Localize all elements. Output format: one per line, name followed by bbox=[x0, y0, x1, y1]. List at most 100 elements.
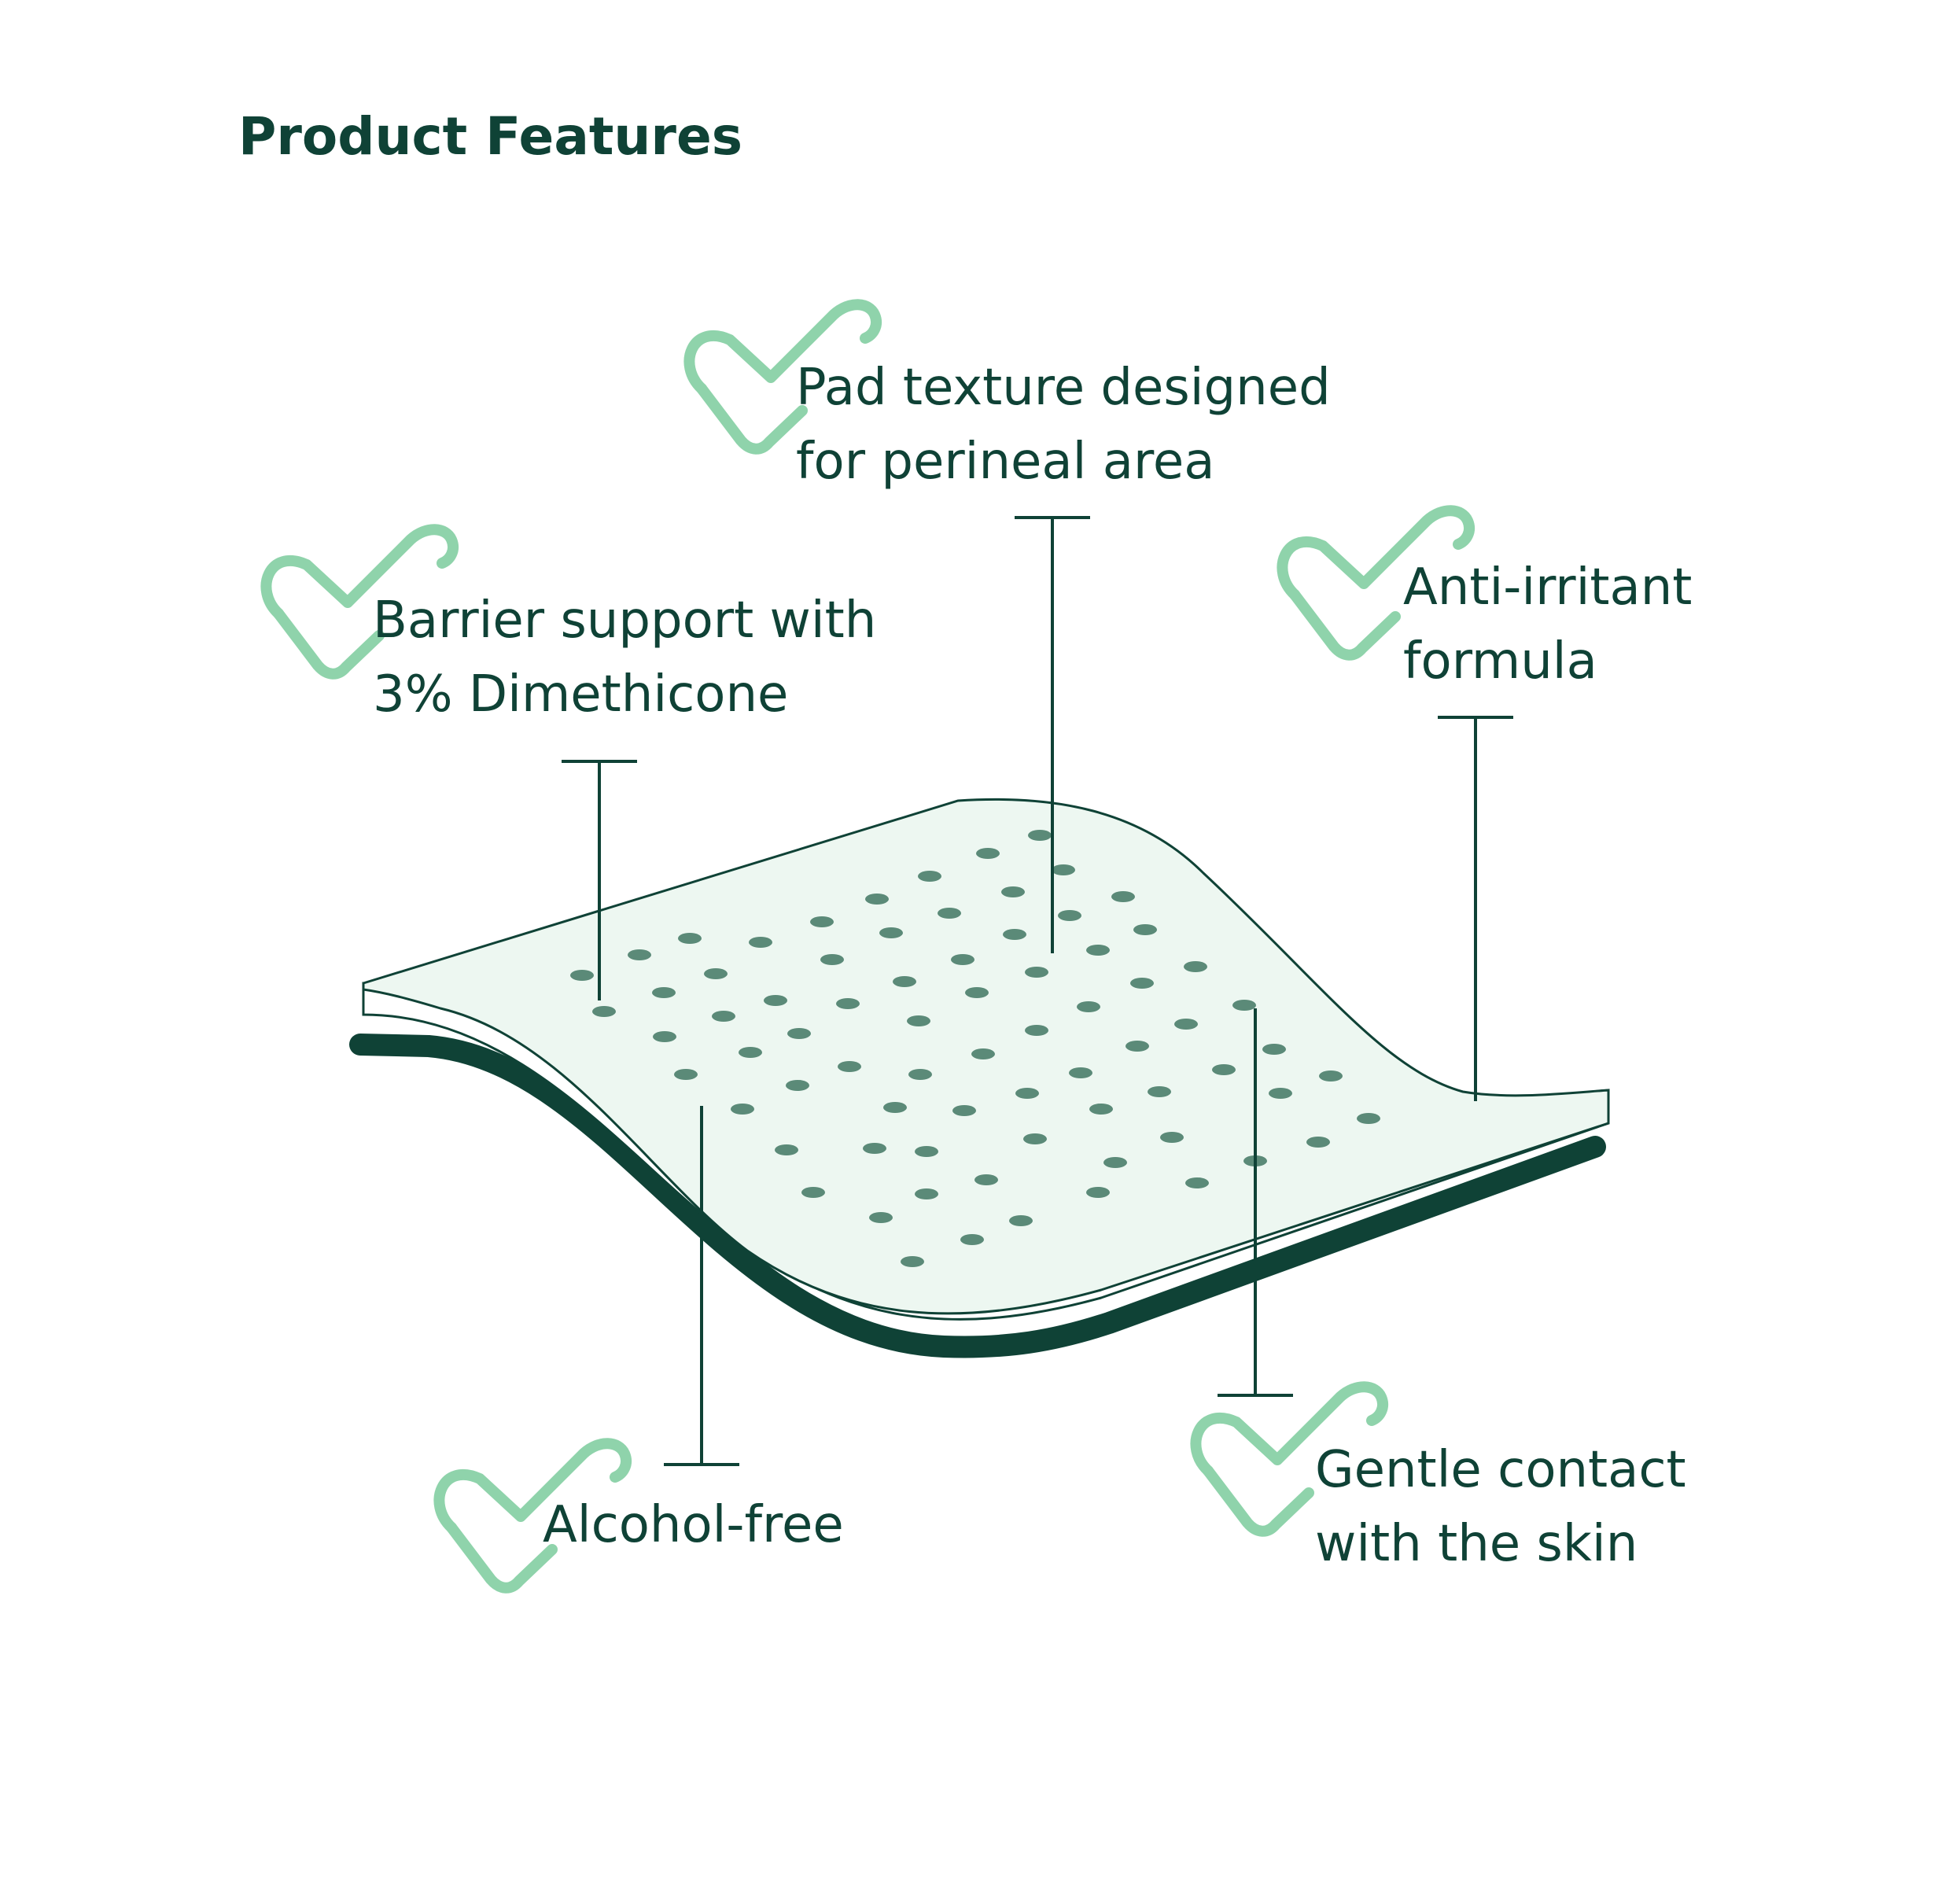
check-icon bbox=[683, 299, 882, 455]
texture-dot bbox=[1111, 891, 1135, 902]
pad-base-layer bbox=[349, 1034, 1606, 1358]
texture-dot bbox=[1052, 864, 1075, 875]
texture-dot bbox=[810, 916, 834, 927]
texture-dot bbox=[1069, 1067, 1092, 1078]
texture-dot bbox=[838, 1061, 861, 1072]
texture-dot bbox=[1089, 1104, 1113, 1115]
texture-dot bbox=[938, 908, 961, 919]
texture-dot bbox=[820, 954, 844, 965]
feature-text: formula bbox=[1403, 632, 1597, 691]
texture-dot bbox=[652, 987, 676, 998]
texture-dot bbox=[1009, 1215, 1033, 1226]
texture-dot bbox=[1212, 1064, 1236, 1075]
feature-barrier: Barrier support with 3% Dimethicone bbox=[373, 584, 876, 731]
texture-dot bbox=[653, 1031, 676, 1042]
texture-dot bbox=[678, 933, 702, 944]
texture-dot bbox=[1232, 1000, 1256, 1011]
texture-dot bbox=[1306, 1137, 1330, 1148]
texture-dot bbox=[951, 954, 974, 965]
feature-text: Alcohol-free bbox=[543, 1496, 844, 1554]
texture-dot bbox=[869, 1212, 893, 1223]
feature-text: 3% Dimethicone bbox=[373, 665, 789, 724]
texture-dot bbox=[971, 1048, 995, 1059]
feature-gentle-contact: Gentle contact with the skin bbox=[1315, 1433, 1686, 1581]
texture-dot bbox=[731, 1104, 754, 1115]
texture-dot bbox=[960, 1234, 984, 1245]
texture-dot bbox=[915, 1188, 938, 1199]
texture-dot bbox=[764, 995, 787, 1006]
texture-dot bbox=[1184, 961, 1207, 972]
texture-dot bbox=[787, 1028, 811, 1039]
texture-dot bbox=[901, 1256, 924, 1267]
texture-dot bbox=[570, 970, 594, 981]
texture-dot bbox=[739, 1047, 762, 1058]
texture-dot bbox=[775, 1144, 798, 1155]
texture-dot bbox=[592, 1006, 616, 1017]
page-title: Product Features bbox=[238, 106, 742, 167]
texture-dot bbox=[1185, 1177, 1209, 1188]
feature-pad-texture: Pad texture designed for perineal area bbox=[796, 351, 1331, 499]
texture-dot bbox=[1023, 1133, 1047, 1144]
check-icon bbox=[260, 524, 459, 680]
texture-dot bbox=[1130, 978, 1154, 989]
leader-line-pad-texture bbox=[1015, 516, 1090, 953]
texture-dot bbox=[908, 1069, 932, 1080]
texture-dot bbox=[628, 949, 651, 960]
texture-dot bbox=[915, 1146, 938, 1157]
texture-dot bbox=[1148, 1086, 1171, 1097]
texture-dot bbox=[883, 1102, 907, 1113]
leader-line-barrier bbox=[562, 760, 637, 1000]
leader-line-alcohol-free bbox=[664, 1106, 739, 1466]
texture-dot bbox=[786, 1080, 809, 1091]
feature-alcohol-free: Alcohol-free bbox=[543, 1488, 844, 1562]
texture-dot bbox=[749, 937, 772, 948]
texture-dot bbox=[1269, 1088, 1292, 1099]
feature-text: with the skin bbox=[1315, 1515, 1638, 1573]
texture-dot bbox=[712, 1011, 735, 1022]
texture-dot bbox=[1025, 1025, 1048, 1036]
texture-dot bbox=[1357, 1113, 1380, 1124]
texture-dot bbox=[674, 1069, 698, 1080]
feature-text: for perineal area bbox=[796, 433, 1215, 491]
texture-dot bbox=[1103, 1157, 1127, 1168]
texture-dot bbox=[974, 1174, 998, 1185]
texture-dot bbox=[1025, 967, 1048, 978]
texture-dot bbox=[801, 1187, 825, 1198]
texture-dot bbox=[1001, 886, 1025, 897]
feature-text: Pad texture designed bbox=[796, 359, 1331, 417]
texture-dot bbox=[1174, 1019, 1198, 1030]
texture-dot bbox=[1160, 1132, 1184, 1143]
texture-dot bbox=[918, 871, 941, 882]
texture-dot bbox=[704, 968, 728, 979]
texture-dot bbox=[863, 1143, 886, 1154]
feature-text: Gentle contact bbox=[1315, 1441, 1686, 1499]
texture-dot bbox=[907, 1015, 930, 1026]
texture-dot bbox=[1003, 929, 1026, 940]
texture-dot bbox=[1126, 1041, 1149, 1052]
texture-dot bbox=[1086, 945, 1110, 956]
texture-dot bbox=[1015, 1088, 1039, 1099]
texture-dot bbox=[965, 987, 989, 998]
check-icon bbox=[1277, 505, 1476, 661]
texture-dot bbox=[836, 998, 860, 1009]
leader-line-gentle-contact bbox=[1218, 1008, 1293, 1397]
texture-dot bbox=[1133, 924, 1157, 935]
texture-dot bbox=[893, 976, 916, 987]
pad-texture-dots bbox=[570, 830, 1380, 1267]
texture-dot bbox=[1077, 1001, 1100, 1012]
check-icon bbox=[1190, 1381, 1389, 1537]
texture-dot bbox=[1028, 830, 1052, 841]
texture-dot bbox=[879, 927, 903, 938]
texture-dot bbox=[952, 1105, 976, 1116]
texture-dot bbox=[1058, 910, 1081, 921]
feature-text: Barrier support with bbox=[373, 591, 877, 650]
feature-text: Anti-irritant bbox=[1403, 558, 1693, 617]
leader-line-anti-irritant bbox=[1438, 716, 1513, 1101]
texture-dot bbox=[1086, 1187, 1110, 1198]
texture-dot bbox=[1319, 1070, 1343, 1081]
texture-dot bbox=[1262, 1044, 1286, 1055]
texture-dot bbox=[865, 894, 889, 905]
check-icon bbox=[433, 1438, 632, 1594]
feature-anti-irritant: Anti-irritant formula bbox=[1403, 551, 1692, 698]
